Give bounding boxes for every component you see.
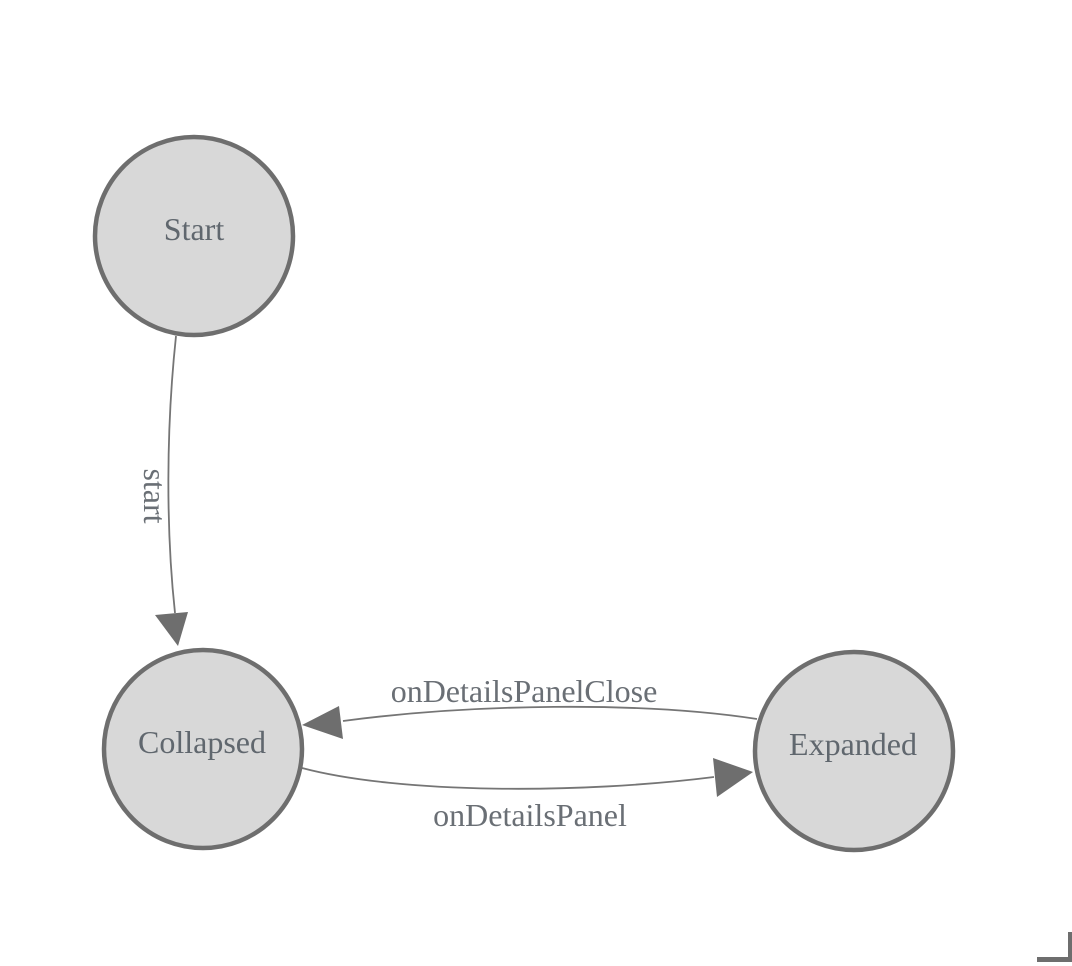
state-circle[interactable]	[101, 647, 305, 851]
edge-expanded-to-collapsed: onDetailsPanelClose	[302, 673, 758, 739]
state-label: Expanded	[789, 726, 917, 762]
resize-handle-vertical-bar	[1068, 932, 1072, 962]
state-label: Collapsed	[138, 724, 266, 760]
edge-path	[301, 767, 715, 790]
edge-path	[342, 705, 758, 722]
arrowhead-icon	[302, 706, 343, 739]
state-circle[interactable]	[752, 649, 956, 853]
edge-path	[167, 335, 177, 614]
state-node-collapsed[interactable]: Collapsed	[101, 647, 305, 851]
state-circle[interactable]	[92, 134, 296, 338]
arrowhead-icon	[155, 612, 188, 646]
edge-start-to-collapsed: start	[137, 335, 188, 646]
resize-handle[interactable]	[1037, 932, 1072, 962]
state-node-expanded[interactable]: Expanded	[752, 649, 956, 853]
edge-label-start: start	[137, 468, 173, 523]
edge-label-ondetailspanelclose: onDetailsPanelClose	[391, 673, 658, 709]
arrowhead-icon	[713, 758, 753, 797]
resize-handle-horizontal-bar	[1037, 957, 1072, 962]
state-node-start[interactable]: Start	[92, 134, 296, 338]
edge-collapsed-to-expanded: onDetailsPanel	[301, 758, 753, 833]
edge-label-ondetailspanel: onDetailsPanel	[433, 797, 627, 833]
state-label: Start	[164, 211, 225, 247]
